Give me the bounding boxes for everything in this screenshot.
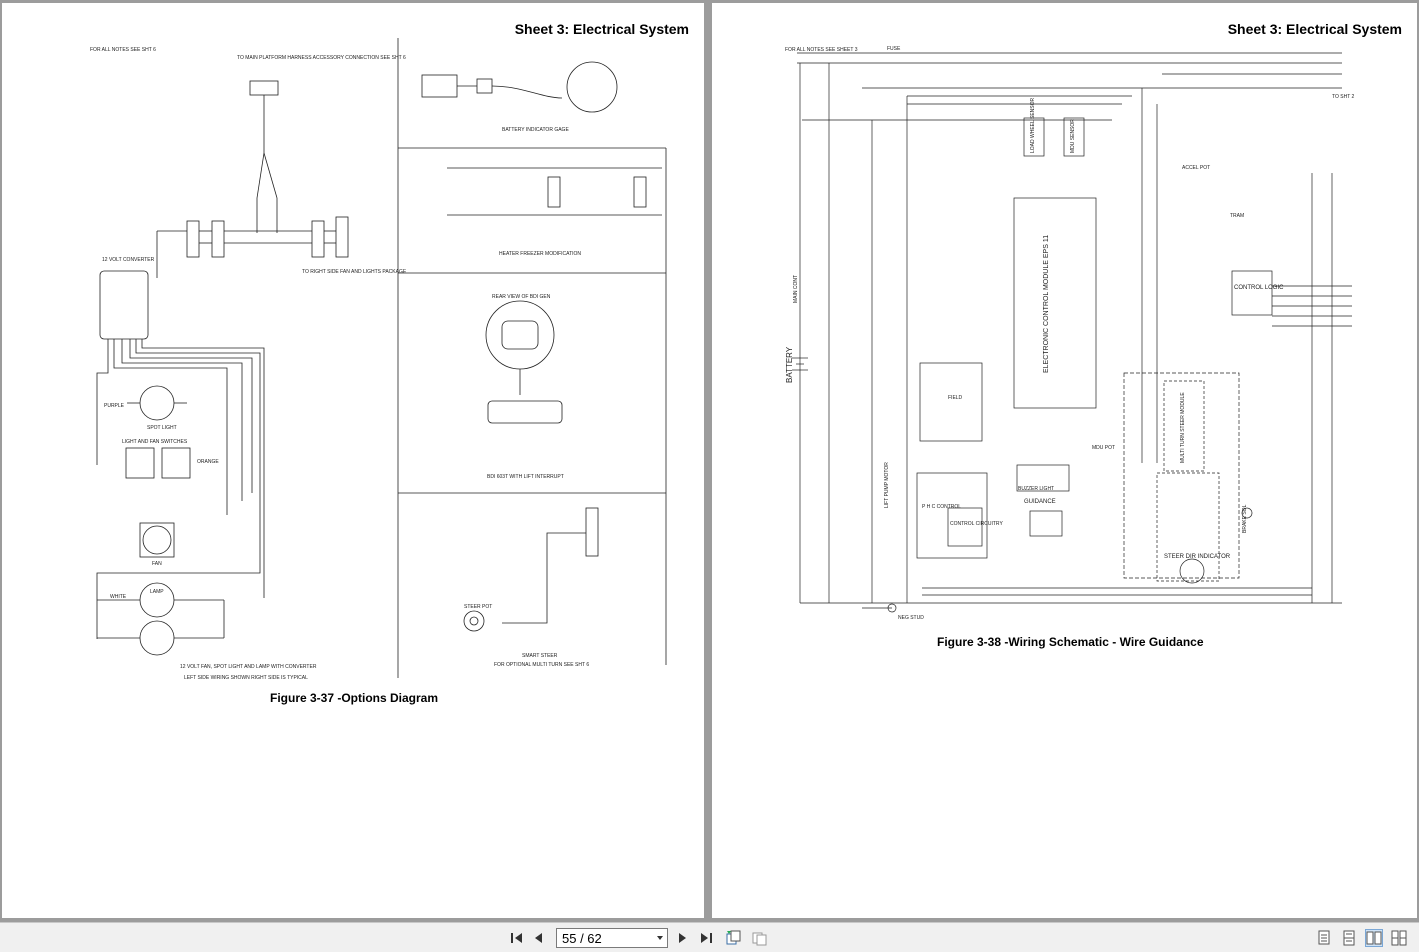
- spot-light-label: SPOT LIGHT: [147, 425, 177, 431]
- load-wheel-label: LOAD WHEEL SENSOR: [1030, 98, 1036, 153]
- multi-turn-label: MULTI TURN STEER MODULE: [1180, 392, 1186, 463]
- control-logic-label: CONTROL LOGIC: [1234, 285, 1284, 291]
- continuous-facing-icon[interactable]: [1390, 929, 1408, 947]
- to-sht2-label: TO SHT 2: [1332, 94, 1355, 100]
- prev-page-icon[interactable]: [530, 929, 548, 947]
- last-page-icon[interactable]: [697, 929, 715, 947]
- tram-label: TRAM: [1230, 213, 1244, 219]
- options-diagram: FOR ALL NOTES SEE SHT 6 TO MAIN PLATFORM…: [90, 38, 667, 681]
- footnote-2: LEFT SIDE WIRING SHOWN RIGHT SIDE IS TYP…: [184, 675, 308, 681]
- page-indicator: 55 / 62: [562, 930, 602, 946]
- brake-label: BRAKE SOL: [1242, 504, 1248, 533]
- first-page-icon[interactable]: [508, 929, 526, 947]
- switches-label: LIGHT AND FAN SWITCHES: [122, 439, 188, 445]
- wiring-schematic: FOR ALL NOTES SEE SHEET 3 BATTERY ELECTR…: [785, 46, 1355, 621]
- facing-pages-icon[interactable]: [1365, 929, 1383, 947]
- smart-steer-label: SMART STEER: [522, 653, 558, 659]
- steer-dir-label: STEER DIR INDICATOR: [1164, 554, 1231, 560]
- ecm-label: ELECTRONIC CONTROL MODULE EPS 11: [1043, 235, 1050, 373]
- figure-caption: Figure 3-37 -Options Diagram: [270, 691, 439, 705]
- footnote-1: 12 VOLT FAN, SPOT LIGHT AND LAMP WITH CO…: [180, 664, 317, 670]
- white-label: WHITE: [110, 594, 127, 600]
- accel-pot-label: ACCEL POT: [1182, 165, 1210, 171]
- diagram-notes-label: FOR ALL NOTES SEE SHT 6: [90, 47, 156, 53]
- continuous-page-icon[interactable]: [1340, 929, 1358, 947]
- guidance-label: GUIDANCE: [1024, 499, 1056, 505]
- fit-page-icon[interactable]: [750, 929, 768, 947]
- heater-label: HEATER FREEZER MODIFICATION: [499, 251, 581, 257]
- battery-gage-label: BATTERY INDICATOR GAGE: [502, 127, 569, 133]
- lamp-label: LAMP: [150, 589, 164, 595]
- field-label: FIELD: [948, 395, 963, 401]
- battery-label: BATTERY: [785, 346, 794, 383]
- figure-caption: Figure 3-38 -Wiring Schematic - Wire Gui…: [937, 635, 1204, 649]
- rear-view-label: REAR VIEW OF BDI GEN: [492, 294, 551, 300]
- document-viewer[interactable]: Sheet 3: Electrical System: [0, 0, 1419, 922]
- page-left: Sheet 3: Electrical System: [2, 3, 704, 918]
- to-main-label: TO MAIN PLATFORM HARNESS ACCESSORY CONNE…: [237, 55, 406, 61]
- neg-stud-label: NEG STUD: [898, 615, 924, 621]
- sheet-title: Sheet 3: Electrical System: [514, 21, 689, 37]
- main-cont-label: MAIN CONT: [793, 275, 799, 303]
- schematic-notes-label: FOR ALL NOTES SEE SHEET 3: [785, 47, 858, 53]
- viewer-toolbar: 55 / 62: [0, 922, 1419, 952]
- page-right: Sheet 3: Electrical System: [712, 3, 1417, 918]
- chevron-down-icon: [657, 936, 663, 940]
- rotate-page-icon[interactable]: [724, 929, 742, 947]
- sheet-title: Sheet 3: Electrical System: [1227, 21, 1402, 37]
- buzzer-label: BUZZER LIGHT: [1018, 486, 1054, 492]
- optional-label: FOR OPTIONAL MULTI TURN SEE SHT 6: [494, 662, 589, 668]
- bdi-lift-label: BDI 603T WITH LIFT INTERRUPT: [487, 474, 564, 480]
- lift-pump-label: LIFT PUMP MOTOR: [884, 462, 890, 508]
- phc-label: P H C CONTROL: [922, 504, 961, 510]
- single-page-icon[interactable]: [1315, 929, 1333, 947]
- fan-label: FAN: [152, 561, 162, 567]
- converter-label: 12 VOLT CONVERTER: [102, 257, 155, 263]
- purple-label: PURPLE: [104, 403, 125, 409]
- next-page-icon[interactable]: [673, 929, 691, 947]
- steer-pot-label: STEER POT: [464, 604, 492, 610]
- fuse-label: FUSE: [887, 46, 901, 52]
- control-circuitry-label: CONTROL CIRCUITRY: [950, 521, 1003, 527]
- mdu-sensor-label: MDU SENSOR: [1070, 119, 1076, 153]
- right-side-label: TO RIGHT SIDE FAN AND LIGHTS PACKAGE: [302, 269, 407, 275]
- page-number-select[interactable]: 55 / 62: [556, 928, 668, 948]
- mdu-pot-label: MDU POT: [1092, 445, 1115, 451]
- orange-label: ORANGE: [197, 459, 219, 465]
